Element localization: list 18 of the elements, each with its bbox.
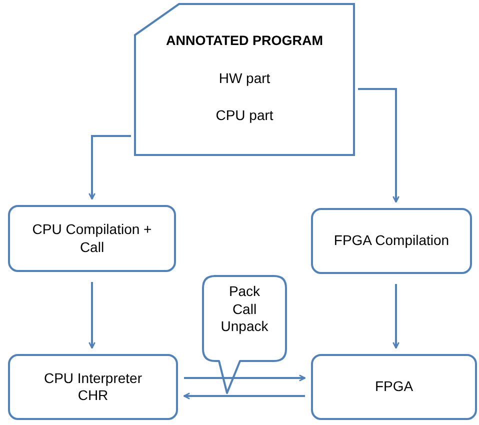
arrow: [183, 392, 305, 400]
arrow: [184, 374, 306, 382]
process-box: [311, 354, 477, 420]
box-label: FPGA Compilation: [334, 232, 450, 250]
callout-text: Pack Call Unpack: [220, 283, 270, 336]
arrow: [392, 284, 400, 349]
arrow: [358, 88, 400, 203]
process-box: [311, 208, 472, 274]
box-label: CPU Compilation + Call: [31, 221, 153, 256]
document-item: CPU part: [216, 107, 274, 125]
process-box: [8, 354, 178, 420]
box-label: FPGA: [374, 378, 414, 396]
arrow: [88, 282, 96, 349]
box-label: CPU Interpreter CHR: [42, 370, 144, 404]
document-item: HW part: [218, 70, 270, 88]
document-title: ANNOTATED PROGRAM: [166, 33, 323, 50]
arrow: [88, 135, 131, 200]
process-box: [8, 205, 176, 272]
